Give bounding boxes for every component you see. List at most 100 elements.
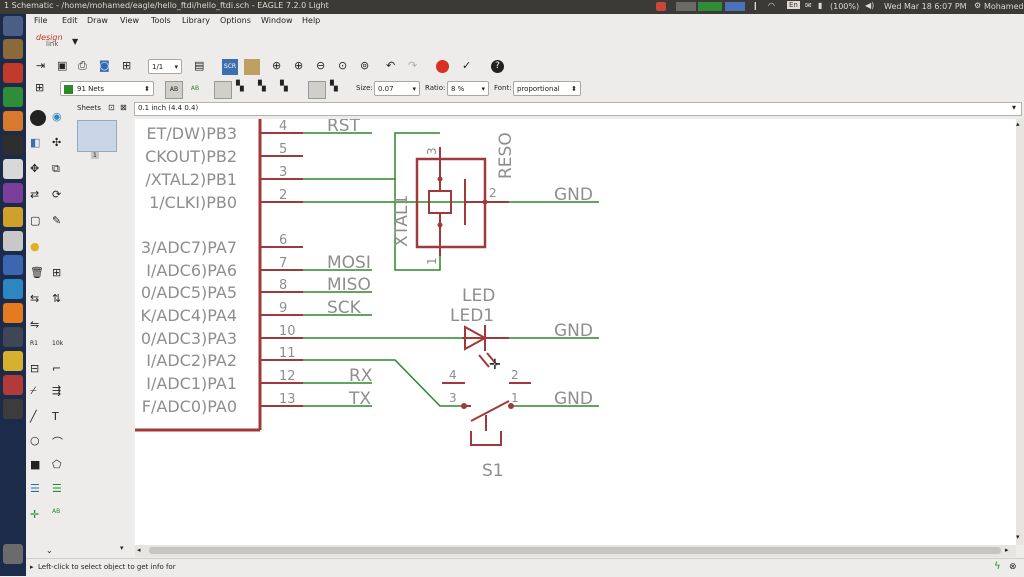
pinswap-icon[interactable]: ⇆ (30, 292, 40, 305)
name-icon[interactable]: R1 (30, 340, 38, 347)
move-icon[interactable]: ✥ (30, 162, 40, 175)
copy-icon[interactable]: ⧉ (52, 162, 60, 175)
power-icon[interactable]: ⚙ (974, 1, 982, 10)
text-editor-icon[interactable] (3, 159, 23, 179)
volume-icon[interactable]: ◀) (865, 1, 875, 10)
junction-icon[interactable]: ✛ (30, 508, 40, 521)
battery-icon[interactable]: ▮ (818, 1, 823, 10)
zoom-redraw-icon[interactable]: ⊙ (338, 59, 348, 72)
bluetooth-icon[interactable]: ❙ (752, 1, 759, 10)
close-window-icon[interactable] (656, 2, 666, 11)
scroll-up-icon[interactable]: ▴ (1016, 120, 1020, 128)
rect-icon[interactable]: ■ (30, 458, 41, 471)
align-4-icon[interactable]: ▚ (280, 81, 288, 92)
align-2-icon[interactable]: ▚ (236, 81, 244, 92)
zoom-out-icon[interactable]: ⊖ (316, 59, 326, 72)
layer-select[interactable]: 91 Nets⬍ (60, 81, 154, 96)
align-5-icon[interactable] (308, 81, 326, 99)
mail-icon[interactable]: ✉ (805, 1, 812, 10)
go-icon[interactable]: ✓ (462, 59, 472, 72)
sheet-thumbnail[interactable] (77, 120, 117, 152)
switch-symbol[interactable] (442, 382, 531, 446)
open-icon[interactable]: ⇥ (36, 59, 46, 72)
zoom-select-icon[interactable]: ⊚ (360, 59, 370, 72)
rotate-icon[interactable]: ⟳ (52, 188, 62, 201)
resonator-symbol[interactable] (415, 147, 509, 256)
group-icon[interactable]: ▢ (30, 214, 41, 227)
mark-icon[interactable]: ✣ (52, 136, 62, 149)
help-icon[interactable]: ? (491, 60, 504, 73)
sheet-icon[interactable]: ⊞ (122, 59, 132, 72)
invoke-icon[interactable]: ⇶ (52, 384, 62, 397)
terminal-icon[interactable] (3, 231, 23, 251)
align-3-icon[interactable]: ▚ (258, 81, 266, 92)
delete-icon[interactable]: 🗑 (30, 266, 44, 279)
menu-help[interactable]: Help (302, 16, 321, 25)
replace-icon[interactable]: ⇋ (30, 318, 40, 331)
arc-icon[interactable]: ⌒ (52, 436, 63, 449)
zoom-in-icon[interactable]: ⊕ (294, 59, 304, 72)
text-mirror-icon[interactable]: AB (190, 85, 200, 92)
sheets-scroll-down-icon[interactable]: ▾ (120, 544, 124, 552)
eagle-icon[interactable] (3, 135, 23, 155)
command-history-arrow-icon[interactable]: ▾ (1012, 103, 1017, 112)
photo-icon[interactable] (3, 279, 23, 299)
stop-icon[interactable] (436, 60, 449, 73)
scroll-right-icon[interactable]: ▸ (1005, 546, 1009, 554)
logo-dropdown-icon[interactable]: ▼ (72, 37, 79, 46)
ulp-icon[interactable] (244, 59, 260, 75)
text-icon[interactable]: T (52, 410, 59, 423)
design-link-logo[interactable]: design link (36, 33, 63, 48)
display-icon[interactable]: ◧ (30, 136, 41, 149)
vertical-scrollbar[interactable]: ▴ ▾ (1016, 119, 1024, 545)
align-6-icon[interactable]: ▚ (330, 81, 338, 92)
menu-library[interactable]: Library (182, 16, 210, 25)
text-align-icon[interactable]: AB (165, 81, 183, 99)
menu-file[interactable]: File (34, 16, 48, 25)
keyboard-layout-indicator[interactable]: En (787, 1, 800, 9)
app3-icon[interactable] (3, 375, 23, 395)
more-tools-icon[interactable]: ⌄ (46, 546, 53, 555)
files-icon[interactable] (3, 39, 23, 59)
command-line-input[interactable] (134, 102, 1022, 116)
circle-icon[interactable]: ○ (30, 434, 40, 447)
label-icon[interactable]: AB (52, 508, 61, 515)
bus-icon[interactable]: ☰ (30, 482, 40, 495)
font-select[interactable]: proportional⬍ (513, 81, 581, 96)
menu-view[interactable]: View (120, 16, 139, 25)
filezilla-icon[interactable] (3, 63, 23, 83)
app4-icon[interactable] (3, 399, 23, 419)
redo-icon[interactable]: ↷ (408, 59, 418, 72)
ratio-select[interactable]: 8 %▾ (447, 81, 489, 96)
menu-tools[interactable]: Tools (151, 16, 171, 25)
add-icon[interactable]: ⊞ (52, 266, 62, 279)
info-icon[interactable] (30, 110, 46, 126)
trash-icon[interactable] (3, 544, 23, 564)
dash-icon[interactable] (3, 16, 23, 36)
sheets-menu-icon[interactable]: ⊡ (108, 103, 115, 112)
schematic-canvas[interactable]: ET/DW)PB3 CKOUT)PB2 /XTAL2)PB1 1/CLKI)PB… (135, 119, 1016, 545)
zoom-fit-icon[interactable]: ⊕ (272, 59, 282, 72)
menu-window[interactable]: Window (261, 16, 293, 25)
print-icon[interactable]: ⎙ (78, 59, 87, 72)
net-icon[interactable]: ☰ (52, 482, 62, 495)
cam-icon[interactable]: ◙ (99, 59, 110, 72)
horizontal-scroll-thumb[interactable] (149, 547, 1001, 554)
mirror-icon[interactable]: ⇄ (30, 188, 40, 201)
calendar-31-icon[interactable] (3, 255, 23, 275)
value-icon[interactable]: 10k (52, 340, 64, 347)
polygon-icon[interactable]: ⬠ (52, 458, 62, 471)
align-top-left-icon[interactable] (214, 81, 232, 99)
led-symbol[interactable] (462, 325, 509, 368)
split-icon[interactable]: ⌿ (30, 384, 37, 397)
app2-icon[interactable] (3, 351, 23, 371)
layer-settings-icon[interactable]: ▤ (194, 59, 205, 72)
sheets-close-icon[interactable]: ⊠ (120, 103, 127, 112)
scr-icon[interactable]: SCR (222, 59, 238, 75)
show-icon[interactable]: ◉ (52, 110, 62, 123)
clock[interactable]: Wed Mar 18 6:07 PM (884, 2, 967, 11)
menu-options[interactable]: Options (220, 16, 251, 25)
chrome-icon[interactable] (3, 87, 23, 107)
size-select[interactable]: 0.07▾ (374, 81, 420, 96)
save-icon[interactable]: ▣ (57, 59, 68, 72)
